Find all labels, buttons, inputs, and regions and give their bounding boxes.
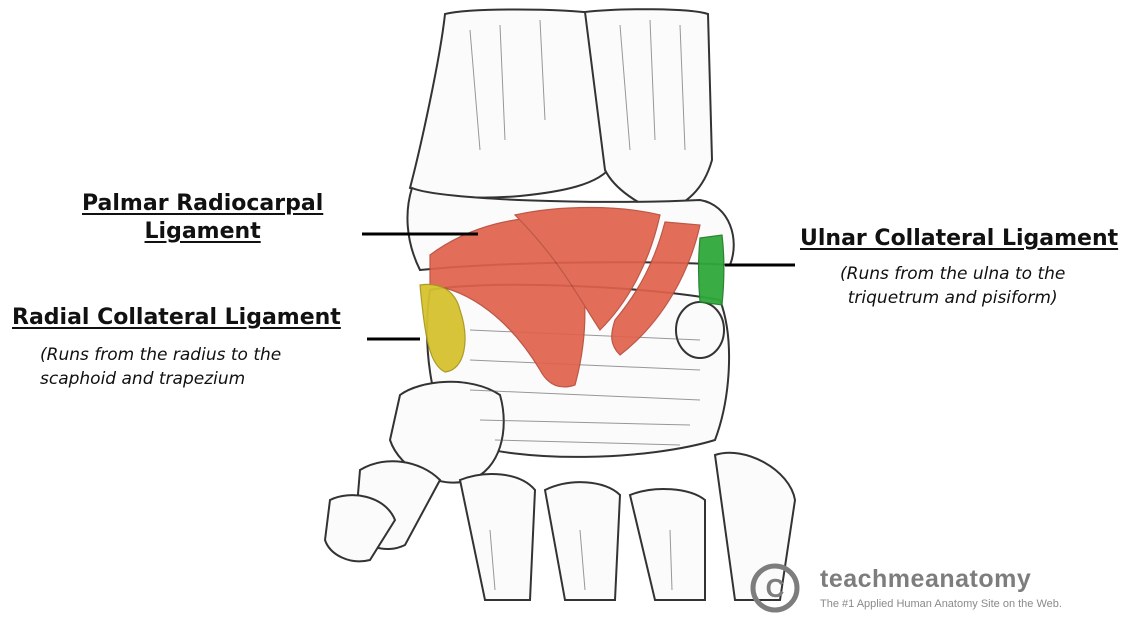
radius-bone: [410, 10, 612, 198]
ulnar-collateral-ligament-label: Ulnar Collateral Ligament: [800, 225, 1118, 253]
ulnar-collateral-ligament: [699, 235, 724, 305]
teachmeanatomy-watermark: C teachmeanatomy The #1 Applied Human An…: [750, 563, 1130, 615]
palmar-radiocarpal-ligament-label: Palmar Radiocarpal Ligament: [82, 190, 323, 246]
radial-collateral-ligament-description: (Runs from the radius to the scaphoid an…: [40, 343, 281, 391]
ulnar-desc-line1: (Runs from the ulna to the: [840, 262, 1065, 286]
metacarpal-3: [545, 482, 620, 600]
radial-desc-line1: (Runs from the radius to the: [40, 343, 281, 367]
thumb-proximal: [325, 495, 395, 561]
palmar-label-line1: Palmar Radiocarpal: [82, 190, 323, 218]
watermark-tagline: The #1 Applied Human Anatomy Site on the…: [820, 598, 1062, 610]
watermark-site-name: teachmeanatomy: [820, 565, 1031, 594]
radial-collateral-ligament-label: Radial Collateral Ligament: [12, 304, 341, 332]
logo-glyph: C: [766, 573, 785, 603]
metacarpal-2: [460, 474, 535, 600]
pisiform-bone: [676, 302, 724, 358]
ulnar-collateral-ligament-description: (Runs from the ulna to the triquetrum an…: [840, 262, 1065, 310]
ulna-bone: [585, 9, 712, 212]
copyright-logo-icon: C: [750, 563, 800, 613]
metacarpal-4: [630, 489, 705, 600]
ulnar-desc-line2: triquetrum and pisiform): [840, 286, 1065, 310]
palmar-label-line2: Ligament: [82, 218, 323, 246]
radial-desc-line2: scaphoid and trapezium: [40, 367, 281, 391]
